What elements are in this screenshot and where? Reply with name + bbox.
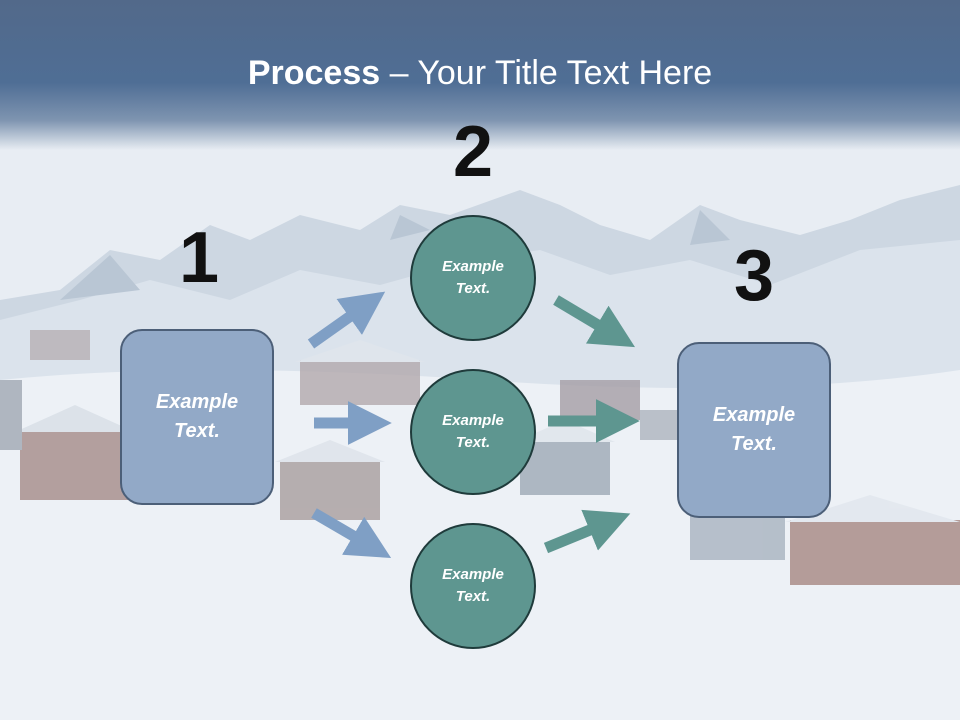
slide-title: Process – Your Title Text Here xyxy=(0,54,960,93)
step-number-1: 1 xyxy=(178,218,220,298)
step-number-2: 2 xyxy=(452,112,494,192)
title-rest-part: – Your Title Text Here xyxy=(380,54,713,92)
right-box: Example Text. xyxy=(677,342,831,518)
circle-middle: Example Text. xyxy=(410,369,536,495)
circle-bottom: Example Text. xyxy=(410,523,536,649)
arrow-box1-to-circle-top xyxy=(307,291,386,349)
title-banner xyxy=(0,0,960,150)
arrow-box1-to-circle-bottom xyxy=(311,508,392,558)
circle-top: Example Text. xyxy=(410,215,536,341)
title-bold-part: Process xyxy=(247,54,381,92)
step-number-3: 3 xyxy=(733,236,775,316)
left-box: Example Text. xyxy=(120,329,274,505)
arrow-circle-top-to-box3 xyxy=(553,295,636,348)
arrow-circle-bottom-to-box3 xyxy=(543,509,631,554)
